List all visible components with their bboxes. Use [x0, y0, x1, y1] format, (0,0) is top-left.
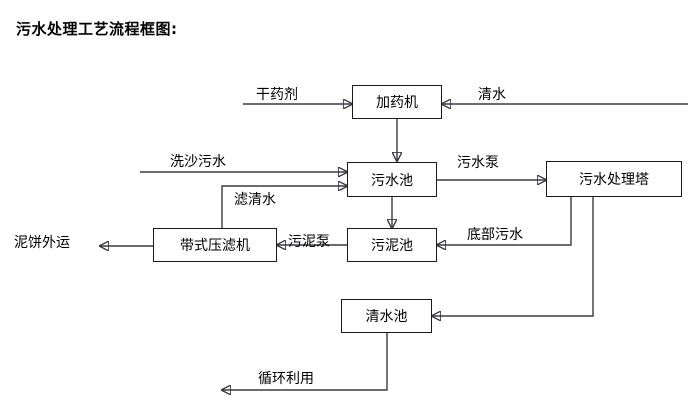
- edge-label-sludge-pump: 污泥泵: [288, 234, 330, 250]
- edge-label-clean-water: 清水: [478, 87, 506, 103]
- edge-label-mud-cake-transport: 泥饼外运: [14, 235, 70, 251]
- edge-tower-bottom-sewage-to-sludge-pool: [437, 197, 572, 245]
- edge-label-bottom-sewage: 底部污水: [467, 227, 523, 243]
- edge-filtered-water-to-sewage-pool: [221, 186, 347, 228]
- node-sludge-pool[interactable]: 污泥池: [347, 228, 437, 262]
- node-clear-water-pool-label: 清水池: [365, 309, 408, 325]
- node-dosing-machine-label: 加药机: [376, 95, 418, 111]
- node-sewage-treatment-tower[interactable]: 污水处理塔: [546, 161, 682, 197]
- edge-label-dry-reagent: 干药剂: [256, 87, 298, 103]
- edge-tower-to-clear-water-pool: [432, 197, 594, 316]
- node-sewage-treatment-tower-label: 污水处理塔: [579, 172, 649, 188]
- node-clear-water-pool[interactable]: 清水池: [341, 299, 432, 333]
- edge-label-sewage-pump: 污水泵: [457, 155, 499, 171]
- node-dosing-machine[interactable]: 加药机: [352, 85, 442, 119]
- edge-label-filtered-clear-water: 滤清水: [234, 192, 276, 208]
- edge-label-sand-washing-sewage: 洗沙污水: [170, 154, 226, 170]
- node-sewage-pool[interactable]: 污水池: [347, 162, 437, 197]
- edge-clear-water-pool-to-recycling: [222, 333, 388, 390]
- node-belt-filter-press[interactable]: 带式压滤机: [153, 228, 277, 262]
- edge-label-recycling: 循环利用: [258, 371, 314, 387]
- node-sewage-pool-label: 污水池: [371, 172, 413, 189]
- node-belt-filter-press-label: 带式压滤机: [180, 238, 250, 254]
- node-sludge-pool-label: 污泥池: [371, 238, 413, 254]
- page-title: 污水处理工艺流程框图:: [16, 20, 178, 38]
